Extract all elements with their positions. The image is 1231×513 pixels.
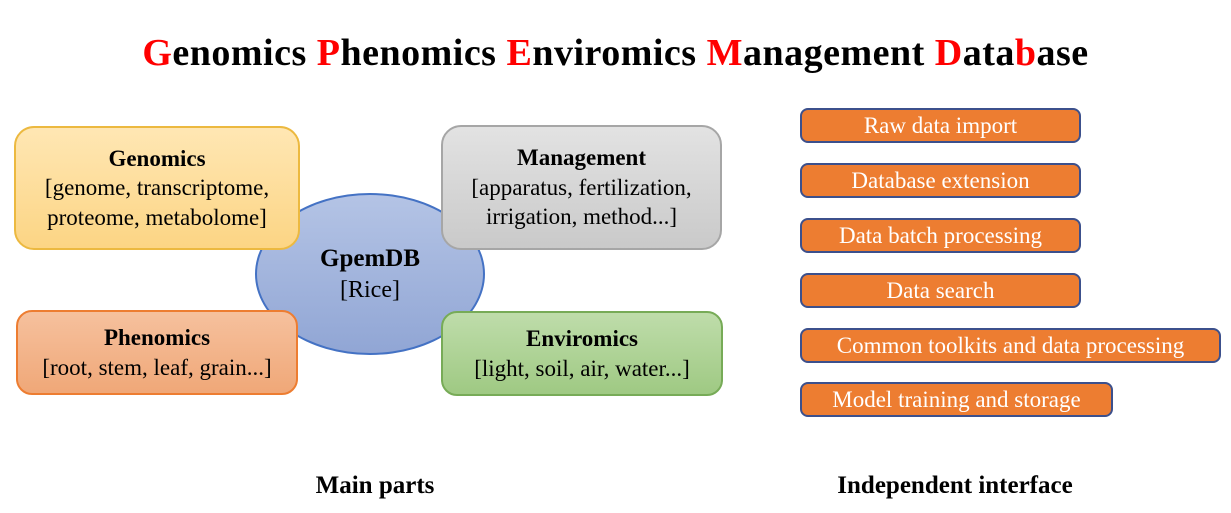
phenomics-box-title: Phenomics <box>103 325 211 351</box>
title-text: nviromics <box>532 32 707 75</box>
genomics-box: Genomics [genome, transcriptome, proteom… <box>14 126 300 250</box>
interface-button-database-extension: Database extension <box>800 163 1081 198</box>
enviromics-box: Enviromics [light, soil, air, water...] <box>441 311 723 396</box>
phenomics-box-detail: [root, stem, leaf, grain...] <box>42 354 272 380</box>
center-ellipse-title: GpemDB <box>320 244 420 272</box>
title-text: ata <box>962 32 1015 75</box>
title-text: enomics <box>172 32 317 75</box>
interface-button-model-training-and-storage: Model training and storage <box>800 382 1113 417</box>
title-accent-letter: M <box>706 32 743 75</box>
genomics-box-detail: [genome, transcriptome, proteome, metabo… <box>44 175 270 230</box>
interface-button-raw-data-import: Raw data import <box>800 108 1081 143</box>
interface-button-data-search: Data search <box>800 273 1081 308</box>
enviromics-box-detail: [light, soil, air, water...] <box>474 355 690 381</box>
enviromics-box-title: Enviromics <box>525 326 639 352</box>
management-box-detail: [apparatus, fertilization, irrigation, m… <box>471 174 692 230</box>
title-accent-letter: G <box>142 32 173 75</box>
interface-button-common-toolkits-and-data-processing: Common toolkits and data processing <box>800 328 1221 363</box>
center-ellipse-subtitle: [Rice] <box>340 276 400 303</box>
phenomics-box: Phenomics [root, stem, leaf, grain...] <box>16 310 298 395</box>
interface-button-data-batch-processing: Data batch processing <box>800 218 1081 253</box>
title-accent-letter: D <box>934 32 963 75</box>
title-accent-letter: E <box>506 32 533 75</box>
genomics-box-title: Genomics <box>108 145 206 171</box>
main-parts-label: Main parts <box>315 472 435 499</box>
management-box: Management [apparatus, fertilization, ir… <box>441 125 722 250</box>
title-text: henomics <box>340 32 507 75</box>
title-text: anagement <box>742 32 935 75</box>
title-accent-letter: b <box>1014 32 1037 75</box>
page-title: Genomics Phenomics Enviromics Management… <box>0 31 1231 75</box>
title-accent-letter: P <box>316 32 341 75</box>
title-text: ase <box>1036 32 1089 75</box>
management-box-title: Management <box>516 145 647 171</box>
independent-interface-label: Independent interface <box>837 472 1073 499</box>
